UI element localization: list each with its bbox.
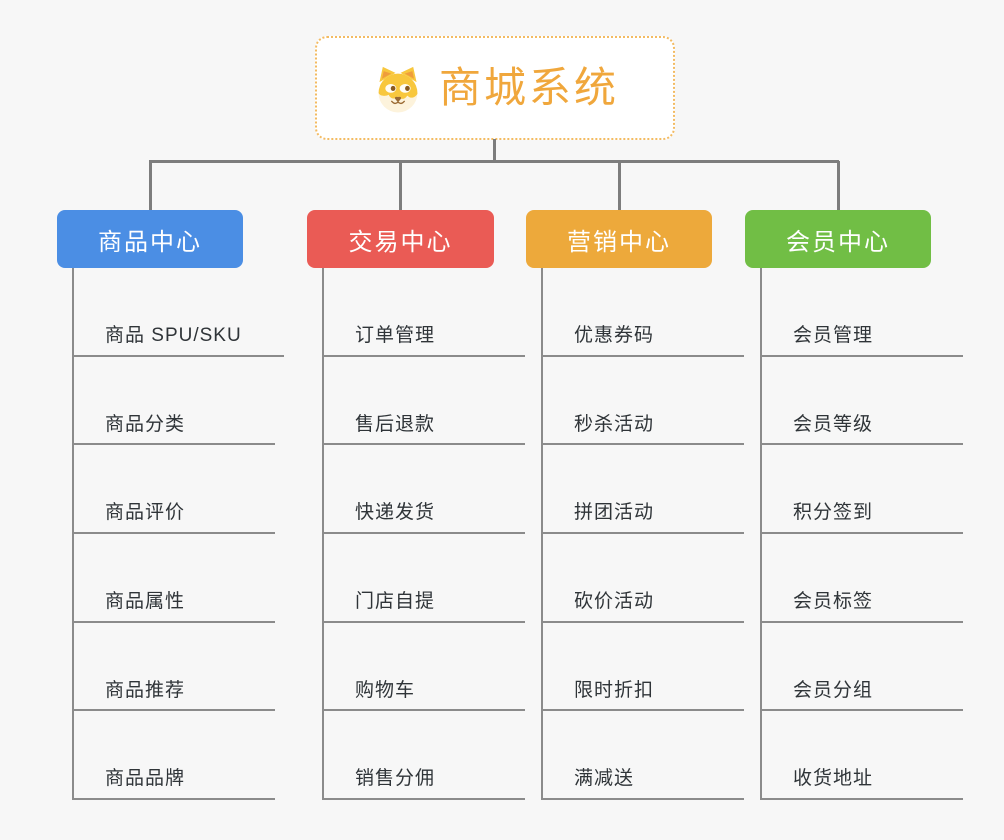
root-title: 商城系统: [438, 64, 619, 111]
leaf-item-order-management[interactable]: 订单管理: [322, 268, 525, 357]
leaf-item-bargain-activity[interactable]: 砍价活动: [541, 534, 744, 623]
leaf-column-member: 会员管理 会员等级 积分签到 会员标签 会员分组 收货地址: [760, 268, 990, 801]
leaf-label: 秒杀活动: [574, 413, 655, 435]
leaf-item-spend-and-save[interactable]: 满减送: [541, 711, 744, 801]
leaf-item-goods-review[interactable]: 商品评价: [72, 445, 275, 535]
leaf-item-group-buy[interactable]: 拼团活动: [541, 445, 744, 535]
dog-icon: [378, 66, 418, 113]
leaf-item-goods-category[interactable]: 商品分类: [72, 357, 275, 446]
branch-header-trade-center[interactable]: 交易中心: [307, 210, 494, 268]
leaf-label: 订单管理: [355, 324, 436, 346]
leaf-column-goods: 商品 SPU/SKU 商品分类 商品评价 商品属性 商品推荐 商品品牌: [72, 268, 302, 801]
leaf-label: 砍价活动: [574, 590, 655, 612]
connector-stub-marketing: [618, 161, 621, 211]
leaf-label: 商品 SPU/SKU: [105, 324, 242, 346]
leaf-label: 满减送: [574, 768, 635, 790]
branch-vline: [322, 268, 324, 800]
leaf-item-flash-sale[interactable]: 秒杀活动: [541, 357, 744, 446]
leaf-label: 商品品牌: [105, 768, 186, 790]
leaf-label: 限时折扣: [574, 679, 655, 701]
leaf-label: 拼团活动: [574, 502, 655, 524]
leaf-item-goods-spu-sku[interactable]: 商品 SPU/SKU: [72, 268, 284, 357]
leaf-item-member-management[interactable]: 会员管理: [760, 268, 963, 357]
branch-header-goods-center[interactable]: 商品中心: [57, 210, 243, 268]
branch-header-member-center[interactable]: 会员中心: [745, 210, 931, 268]
leaf-item-member-groups[interactable]: 会员分组: [760, 623, 963, 712]
leaf-label: 售后退款: [355, 413, 436, 435]
leaf-label: 会员分组: [793, 679, 874, 701]
branch-vline: [541, 268, 543, 800]
leaf-label: 会员标签: [793, 590, 874, 612]
connector-stub-member: [837, 161, 840, 211]
leaf-item-points-checkin[interactable]: 积分签到: [760, 445, 963, 535]
leaf-item-member-level[interactable]: 会员等级: [760, 357, 963, 446]
leaf-label: 积分签到: [793, 502, 874, 524]
leaf-label: 优惠券码: [574, 324, 655, 346]
connector-root-stem: [493, 139, 496, 162]
leaf-item-goods-recommend[interactable]: 商品推荐: [72, 623, 275, 712]
leaf-label: 商品分类: [105, 413, 186, 435]
leaf-item-shopping-cart[interactable]: 购物车: [322, 623, 525, 712]
leaf-item-member-tags[interactable]: 会员标签: [760, 534, 963, 623]
connector-stub-trade: [399, 161, 402, 211]
leaf-item-sales-commission[interactable]: 销售分佣: [322, 711, 525, 801]
leaf-item-limited-time-discount[interactable]: 限时折扣: [541, 623, 744, 712]
leaf-item-store-pickup[interactable]: 门店自提: [322, 534, 525, 623]
connector-stub-goods: [149, 161, 152, 211]
leaf-label: 购物车: [355, 679, 416, 701]
connector-horizontal-bar: [149, 160, 839, 163]
branch-vline: [760, 268, 762, 800]
leaf-item-goods-brand[interactable]: 商品品牌: [72, 711, 275, 801]
branch-vline: [72, 268, 74, 800]
leaf-label: 商品评价: [105, 502, 186, 524]
leaf-label: 快递发货: [355, 502, 436, 524]
leaf-label: 会员等级: [793, 413, 874, 435]
leaf-item-after-sale-refund[interactable]: 售后退款: [322, 357, 525, 446]
branch-header-marketing-center[interactable]: 营销中心: [526, 210, 712, 268]
leaf-item-coupon-code[interactable]: 优惠券码: [541, 268, 744, 357]
leaf-label: 会员管理: [793, 324, 874, 346]
leaf-label: 门店自提: [355, 590, 436, 612]
leaf-label: 收货地址: [793, 768, 874, 790]
leaf-item-shipping-address[interactable]: 收货地址: [760, 711, 963, 801]
leaf-column-marketing: 优惠券码 秒杀活动 拼团活动 砍价活动 限时折扣 满减送: [541, 268, 771, 801]
root-node[interactable]: 商城系统: [315, 36, 675, 140]
leaf-item-express-shipping[interactable]: 快递发货: [322, 445, 525, 535]
leaf-label: 销售分佣: [355, 768, 436, 790]
leaf-item-goods-attribute[interactable]: 商品属性: [72, 534, 275, 623]
leaf-label: 商品推荐: [105, 679, 186, 701]
leaf-column-trade: 订单管理 售后退款 快递发货 门店自提 购物车 销售分佣: [322, 268, 552, 801]
leaf-label: 商品属性: [105, 590, 186, 612]
